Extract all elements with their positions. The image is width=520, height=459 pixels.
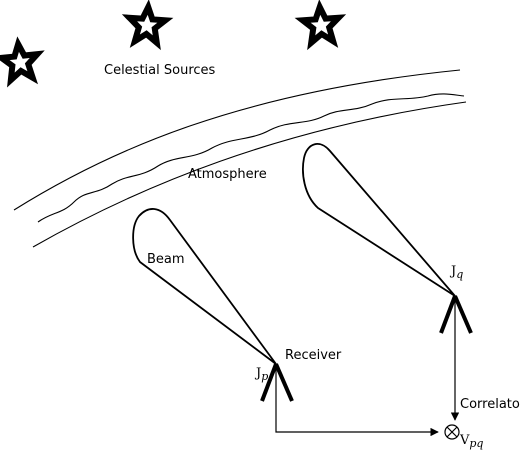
jones-q-base: J [451,264,457,279]
signal-paths [275,296,460,437]
atmosphere-turbulent-line [37,93,465,223]
label-celestial-sources: Celestial Sources [104,63,216,78]
atmosphere-upper-boundary [13,69,461,211]
signal-path-p [275,364,439,437]
label-correlator: Correlator [460,397,520,412]
antenna-icon [260,363,294,402]
star-icon [294,0,347,51]
antenna-icon [439,295,473,334]
atmosphere-layer [13,69,467,248]
jones-p-base: J [256,366,262,381]
star-icon [121,0,174,51]
label-atmosphere: Atmosphere [188,167,267,182]
jones-p-sub: p [261,370,269,383]
label-jones-p: Jp [256,366,269,383]
beam-q-lobe [302,143,456,297]
label-visibility: Vpq [460,433,484,450]
label-beam: Beam [147,252,185,267]
multiplier-icon [444,424,460,440]
label-receiver: Receiver [285,348,342,363]
visibility-sub: pq [469,437,484,450]
visibility-base: V [460,433,470,448]
label-jones-q: Jq [451,264,464,281]
beam-p-lobe [132,208,277,365]
star-icon [0,36,45,88]
jones-q-sub: q [456,268,464,281]
atmosphere-lower-boundary [32,101,467,248]
